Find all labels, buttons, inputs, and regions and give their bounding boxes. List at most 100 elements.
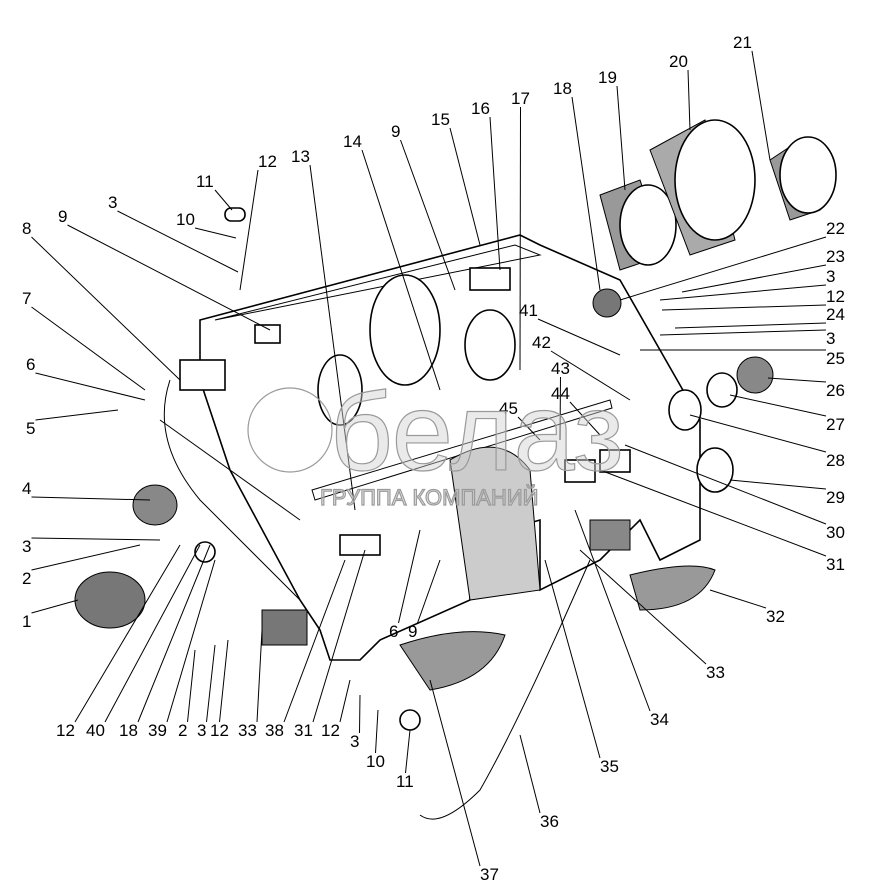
callout-label-11: 11 [396,772,414,791]
watermark-brand: белаз [330,371,624,494]
leader-line [117,210,239,273]
callout-label-42: 42 [532,333,551,352]
callout-label-15: 15 [431,110,450,129]
leader-line [31,236,181,381]
callout-label-9: 9 [58,207,67,226]
leader-line [137,544,211,723]
callout-label-19: 19 [598,68,617,87]
callout-label-36: 36 [540,812,559,831]
leader-line [729,479,827,490]
leader-line [104,544,201,723]
callout-label-3: 3 [826,329,835,348]
callout-label-3: 3 [197,721,206,740]
leader-line [616,85,626,191]
callout-label-9: 9 [391,122,400,141]
callout-label-24: 24 [826,305,845,324]
leader-line [674,322,827,329]
callout-label-6: 6 [26,355,35,374]
leader-line [256,629,263,723]
callout-label-21: 21 [733,33,752,52]
leader-line [659,284,827,301]
leader-line [661,304,827,311]
callout-label-2: 2 [178,721,187,740]
callout-label-3: 3 [108,193,117,212]
leader-line [31,544,141,571]
wiring-harness [74,359,308,646]
leader-line [361,149,441,391]
leader-line [309,164,356,511]
leader-line [569,401,601,436]
leader-line [166,559,216,723]
leader-line [624,444,827,525]
callout-label-33: 33 [706,663,725,682]
callout-label-41: 41 [519,301,538,320]
callout-label-31: 31 [294,721,313,740]
leader-line [35,372,146,401]
leader-line [31,306,146,391]
callout-label-6: 6 [389,622,398,641]
leader-line [31,537,161,541]
leader-line [194,227,237,239]
leader-line [537,318,621,356]
leader-line [559,376,561,441]
callout-label-20: 20 [669,52,688,71]
leader-line [599,469,827,557]
callout-label-28: 28 [826,451,845,470]
callout-label-2: 2 [22,569,31,588]
leader-line [187,649,196,723]
leader-line [35,409,119,421]
leader-line [550,350,631,401]
watermark-subtitle: ГРУППА КОМПАНИЙ [320,485,539,510]
leader-line [709,589,767,609]
callout-label-37: 37 [480,865,499,884]
callout-label-38: 38 [265,721,284,740]
leader-line [519,106,521,371]
callout-label-35: 35 [600,757,619,776]
leader-line [429,679,481,867]
callout-label-26: 26 [826,381,845,400]
watermark: белаз ГРУППА КОМПАНИЙ [247,370,624,511]
callout-label-13: 13 [291,147,310,166]
callout-label-29: 29 [826,488,845,507]
callout-label-25: 25 [826,349,845,368]
leader-line [312,549,366,723]
leader-line [489,116,501,271]
leader-line [398,529,421,624]
callout-label-17: 17 [511,89,530,108]
callout-label-30: 30 [826,523,845,542]
watermark-ring [247,387,333,473]
callout-label-3: 3 [826,267,835,286]
callout-label-12: 12 [258,152,277,171]
leader-line [283,559,346,723]
leader-line [239,169,259,291]
callout-labels: 1110123987654321131491516171819202122233… [22,33,845,884]
leader-line [751,50,771,161]
callout-label-39: 39 [148,721,167,740]
callout-label-10: 10 [176,210,195,229]
leader-line [517,416,541,441]
callout-label-7: 7 [22,289,31,308]
leader-line [219,639,229,723]
callout-label-32: 32 [766,607,785,626]
callout-label-3: 3 [350,732,359,751]
leader-line [67,224,271,331]
leader-line [579,549,707,665]
callout-label-8: 8 [22,219,31,238]
leader-line [31,599,79,614]
callout-label-45: 45 [499,399,518,418]
leader-line [571,96,601,291]
callout-label-22: 22 [826,219,845,238]
leader-line [729,394,827,417]
callout-label-12: 12 [321,721,340,740]
leader-line [689,414,827,453]
leader-line [375,709,379,754]
callout-label-9: 9 [408,622,417,641]
leader-line [681,264,827,293]
leader-line [339,679,351,723]
leader-line [687,69,691,131]
callout-label-5: 5 [26,419,35,438]
leader-line [405,729,411,774]
leader-line [214,189,233,211]
